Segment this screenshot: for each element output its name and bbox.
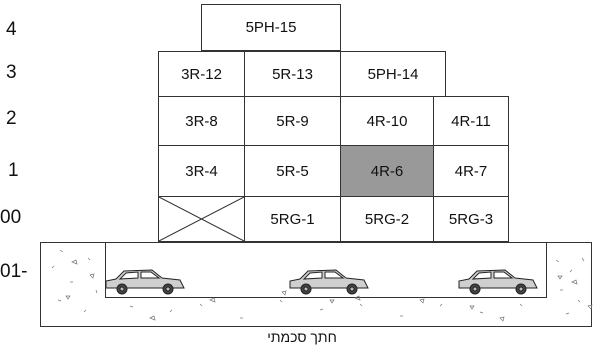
- floor-label-2: 2: [6, 108, 17, 129]
- unit-label: 5PH-14: [367, 65, 419, 83]
- unit-label: 5PH-15: [245, 19, 297, 36]
- unit-label: 4R-7: [454, 162, 488, 180]
- basement-inner-wall: [105, 242, 547, 298]
- unit-label: 5R-13: [272, 65, 313, 83]
- unit-4R-6-highlighted: 4R-6: [340, 145, 434, 197]
- diagram-caption: חתך סכמתי: [267, 329, 337, 345]
- floor-label-1: 1: [8, 160, 19, 181]
- floor-label-4: 4: [6, 19, 17, 40]
- unit-label: 4R-10: [366, 112, 408, 130]
- car-icon: [105, 269, 185, 295]
- cross-mark: [159, 197, 244, 241]
- unit-label: 4R-6: [370, 162, 404, 180]
- concrete-texture: [51, 249, 593, 322]
- unit-label: 5RG-2: [364, 210, 410, 228]
- unit-label: 5RG-3: [448, 210, 494, 228]
- unit-label: 5RG-1: [270, 210, 315, 228]
- unit-label: 5R-5: [276, 162, 309, 180]
- floor-label-basement: 01-: [0, 261, 28, 282]
- unit-crossed-empty: [158, 196, 245, 242]
- unit-label: 3R-12: [181, 65, 222, 83]
- car-icon: [458, 269, 538, 295]
- unit-label: 3R-4: [185, 162, 218, 180]
- unit-label: 4R-11: [451, 112, 491, 130]
- unit-label: 3R-8: [185, 112, 218, 130]
- car-icon: [289, 269, 369, 295]
- floor-label-ground: 00: [0, 207, 22, 228]
- unit-label: 5R-9: [276, 112, 309, 130]
- unit-5RG-3: 5RG-3: [433, 196, 509, 242]
- unit-5PH-15: 5PH-15: [201, 4, 341, 51]
- floor-label-3: 3: [6, 62, 17, 83]
- basement-parking: [40, 242, 593, 327]
